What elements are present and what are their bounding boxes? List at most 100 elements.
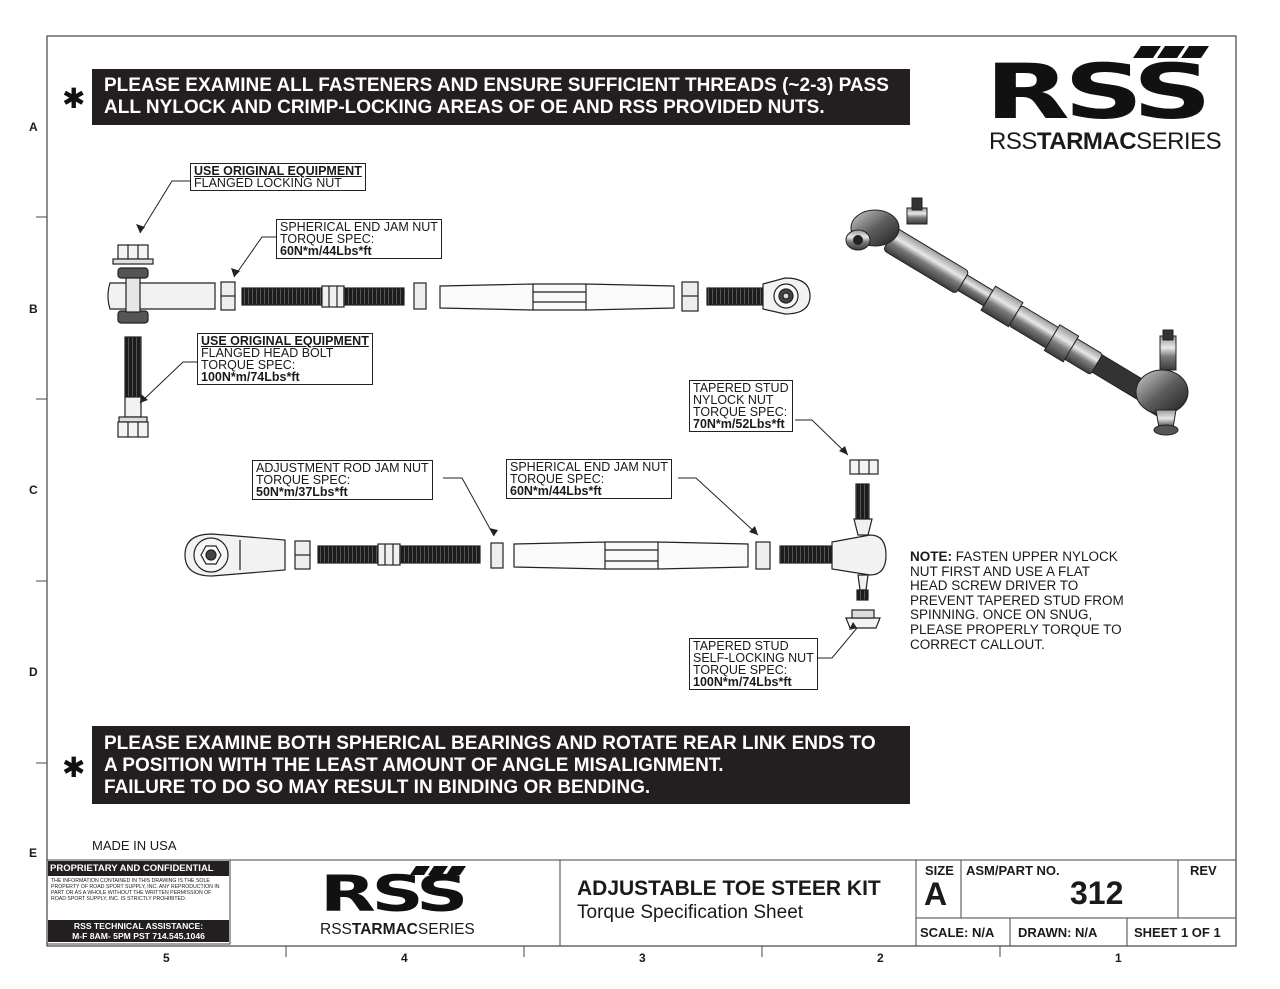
callout-oe-bolt-line3: TORQUE SPEC:: [201, 358, 296, 372]
adjuster-sleeve-2: [513, 541, 749, 570]
callout-arj-spec: 50N*m/37Lbs*ft: [256, 485, 348, 499]
size-label: SIZE: [925, 863, 954, 878]
note-line-1-text: FASTEN UPPER NYLOCK: [952, 549, 1118, 564]
callout-sj-lower-spec: 60N*m/44Lbs*ft: [510, 484, 602, 498]
tech-assist-line2: M-F 8AM- 5PM PST 714.545.1046: [72, 931, 205, 941]
brand-logo-text: RSS: [985, 47, 1212, 136]
brand-series: RSSTARMACSERIES: [989, 128, 1222, 156]
part-no-value: 312: [1070, 875, 1124, 911]
brand-logo-bottom: RSS RSSTARMACSERIES: [318, 864, 478, 944]
threaded-rod-2: [317, 545, 379, 564]
zone-ticks: [36, 216, 1001, 957]
brand-series-bold: TARMAC: [1036, 128, 1137, 155]
brand-logo-bottom-text: RSS: [320, 865, 468, 923]
install-note: NOTE: FASTEN UPPER NYLOCK NUT FIRST AND …: [910, 549, 1124, 652]
jam-nut-5: [490, 542, 504, 569]
oe-flanged-nut: [112, 244, 154, 265]
drawing-title: ADJUSTABLE TOE STEER KIT: [577, 877, 881, 900]
top-banner-line-1: PLEASE EXAMINE ALL FASTENERS AND ENSURE …: [104, 75, 889, 96]
adjuster-sleeve-1: [439, 283, 675, 311]
row-label-d: D: [29, 665, 38, 679]
note-line-5: SPINNING. ONCE ON SNUG,: [910, 607, 1093, 623]
upper-bushing-end: [107, 267, 216, 324]
row-label-a: A: [29, 120, 38, 134]
note-line-7: CORRECT CALLOUT.: [910, 636, 1045, 652]
callout-ts-line3: TORQUE SPEC:: [693, 663, 788, 677]
row-label-b: B: [29, 302, 38, 316]
callout-tn-line3: TORQUE SPEC:: [693, 405, 788, 419]
callout-tn-line2: NYLOCK NUT: [693, 393, 774, 407]
size-value: A: [924, 876, 948, 912]
callout-leaders: [139, 180, 858, 659]
callout-tapered-nylock: TAPERED STUD NYLOCK NUT TORQUE SPEC: 70N…: [689, 380, 793, 432]
oe-flanged-bolt: [117, 336, 149, 438]
scale-field: SCALE: N/A: [920, 925, 995, 940]
callout-oe-bolt-desc: FLANGED HEAD BOLT: [201, 346, 334, 360]
callout-adj-rod-jam: ADJUSTMENT ROD JAM NUT TORQUE SPEC: 50N*…: [252, 460, 433, 500]
sheet-field: SHEET 1 OF 1: [1134, 925, 1221, 940]
assembled-link-isometric: [845, 197, 1189, 436]
callout-arj-line2: TORQUE SPEC:: [256, 473, 351, 487]
callout-sj-upper-line2: TORQUE SPEC:: [280, 232, 375, 246]
rss-logo-mark-small: [410, 866, 466, 875]
proprietary-body: THE INFORMATION CONTAINED IN THIS DRAWIN…: [51, 878, 220, 902]
callout-sj-lower-line1: SPHERICAL END JAM NUT: [510, 460, 668, 474]
part-no-label: ASM/PART NO.: [966, 863, 1060, 878]
proprietary-title: PROPRIETARY AND CONFIDENTIAL: [48, 861, 229, 876]
callout-ts-spec: 100N*m/74Lbs*ft: [693, 675, 792, 689]
callout-oe-bolt-title: USE ORIGINAL EQUIPMENT: [201, 334, 369, 348]
note-line-2: NUT FIRST AND USE A FLAT: [910, 563, 1091, 579]
callout-spherical-jam-upper: SPHERICAL END JAM NUT TORQUE SPEC: 60N*m…: [276, 219, 442, 259]
callout-tn-spec: 70N*m/52Lbs*ft: [693, 417, 785, 431]
drawing-subtitle: Torque Specification Sheet: [577, 902, 804, 923]
row-label-c: C: [29, 483, 38, 497]
top-warning-banner: PLEASE EXAMINE ALL FASTENERS AND ENSURE …: [92, 69, 910, 125]
col-label-1: 1: [1115, 951, 1122, 965]
rss-logo-mark: [1133, 46, 1209, 58]
title-block-lines: [46, 859, 1236, 946]
drawing-border: [46, 35, 1237, 947]
tapered-stud-housing: [831, 483, 887, 601]
col-label-5: 5: [163, 951, 170, 965]
callout-sj-lower-line2: TORQUE SPEC:: [510, 472, 605, 486]
tech-assist-box: RSS TECHNICAL ASSISTANCE: M-F 8AM- 5PM P…: [48, 920, 229, 942]
brand-series-suffix: SERIES: [1136, 128, 1222, 155]
note-line-1: NOTE: FASTEN UPPER NYLOCK: [910, 549, 1124, 565]
callout-sj-upper-spec: 60N*m/44Lbs*ft: [280, 244, 372, 258]
spherical-rod-end-lower: [184, 533, 286, 577]
threaded-rod-1: [241, 287, 323, 306]
bottom-banner-line-2: A POSITION WITH THE LEAST AMOUNT OF ANGL…: [104, 755, 724, 776]
callout-oe-bolt-spec: 100N*m/74Lbs*ft: [201, 370, 300, 384]
callout-tn-line1: TAPERED STUD: [693, 381, 789, 395]
bottom-warning-banner: PLEASE EXAMINE BOTH SPHERICAL BEARINGS A…: [92, 726, 910, 804]
brand-series-prefix: RSS: [989, 128, 1037, 155]
row-label-e: E: [29, 846, 38, 860]
upper-link-exploded: [107, 244, 811, 438]
lower-link-exploded: [184, 459, 887, 629]
col-label-3: 3: [639, 951, 646, 965]
callout-oe-bolt: USE ORIGINAL EQUIPMENT FLANGED HEAD BOLT…: [197, 333, 373, 385]
brand-series-bottom-suffix: SERIES: [417, 921, 475, 938]
bottom-banner-line-1: PLEASE EXAMINE BOTH SPHERICAL BEARINGS A…: [104, 733, 876, 754]
tech-assist-line1: RSS TECHNICAL ASSISTANCE:: [73, 921, 204, 931]
drawn-field: DRAWN: N/A: [1018, 925, 1098, 940]
brand-series-bottom-bold: TARMAC: [351, 921, 418, 938]
callout-oe-nut-title: USE ORIGINAL EQUIPMENT: [194, 164, 362, 178]
brand-series-bottom-prefix: RSS: [320, 921, 352, 938]
proprietary-box: PROPRIETARY AND CONFIDENTIAL THE INFORMA…: [48, 861, 229, 943]
callout-spherical-jam-lower: SPHERICAL END JAM NUT TORQUE SPEC: 60N*m…: [506, 459, 672, 499]
note-lead: NOTE:: [910, 549, 952, 564]
spherical-rod-end-upper: [762, 277, 811, 315]
bottom-banner-line-3: FAILURE TO DO SO MAY RESULT IN BINDING O…: [104, 777, 651, 798]
leader-arrowheads: [136, 224, 857, 630]
callout-tapered-selflock: TAPERED STUD SELF-LOCKING NUT TORQUE SPE…: [689, 638, 818, 690]
jam-nut-2: [413, 282, 427, 310]
tapered-selflock-nut: [845, 609, 881, 629]
callout-ts-line2: SELF-LOCKING NUT: [693, 651, 814, 665]
brand-logo-top: RSS RSSTARMACSERIES: [985, 44, 1222, 164]
brand-series-bottom: RSSTARMACSERIES: [320, 921, 475, 939]
tapered-nylock-nut: [849, 459, 879, 475]
made-in-label: MADE IN USA: [92, 838, 177, 853]
note-line-6: PLEASE PROPERLY TORQUE TO: [910, 621, 1122, 637]
